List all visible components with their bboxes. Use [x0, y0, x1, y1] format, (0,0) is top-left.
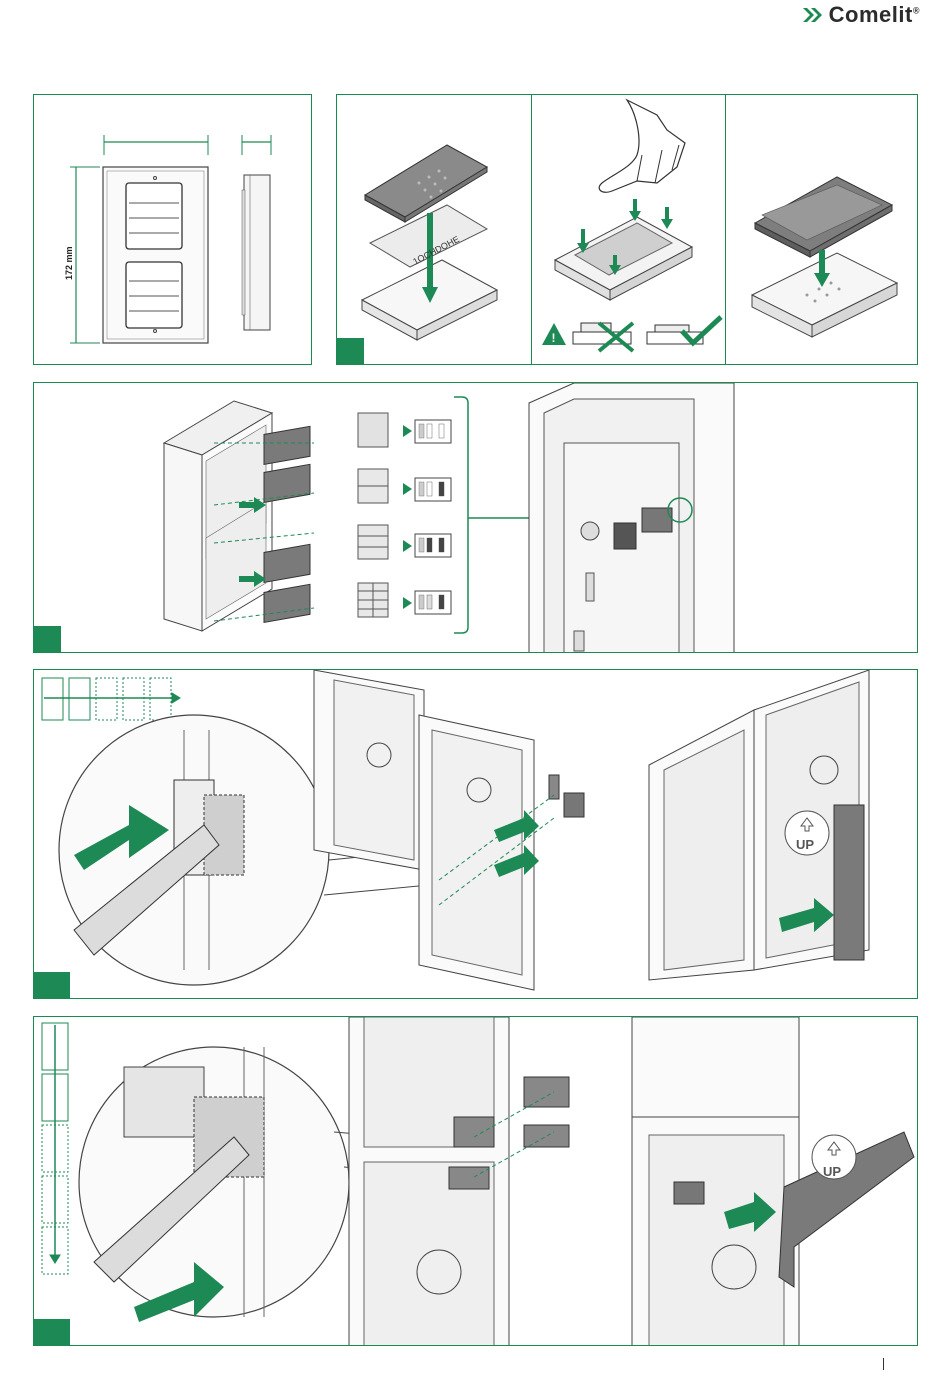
step-badge — [337, 338, 364, 364]
panel-divider — [531, 95, 532, 364]
panel-dip-configuration — [33, 382, 918, 653]
stacked-frames-illustration — [349, 1017, 569, 1346]
push-button-panel-illustration — [164, 401, 314, 631]
up-label: UP — [796, 837, 814, 852]
assembled-module-illustration — [752, 177, 897, 337]
step-badge — [34, 1319, 70, 1345]
panel-dimensions-drawing — [34, 95, 312, 365]
horizontal-layout-legend-icon — [42, 678, 180, 720]
exploded-cover-illustration — [362, 145, 497, 340]
comelit-mark-icon — [803, 8, 825, 22]
vertical-layout-legend-icon — [42, 1023, 68, 1274]
panel-label-insertion: 1OCHDOHE ! — [336, 94, 918, 365]
svg-text:!: ! — [552, 331, 556, 345]
panel-dimensions: 172 mm — [33, 94, 312, 365]
two-frames-illustration — [314, 670, 584, 990]
hand-press-illustration — [555, 100, 692, 300]
assembled-vertical-illustration — [632, 1017, 914, 1346]
step-badge — [34, 972, 70, 998]
panel-horizontal-connection: UP — [33, 669, 918, 999]
brand-name: Comelit® — [829, 2, 920, 28]
label-insertion-drawing: 1OCHDOHE ! — [337, 95, 918, 365]
dip-configuration-drawing — [34, 383, 918, 653]
brand-logo: Comelit® — [803, 2, 920, 28]
panel-vertical-connection: UP — [33, 1016, 918, 1346]
assembled-frames-illustration — [649, 670, 869, 980]
up-label: UP — [823, 1164, 841, 1179]
page-marker — [883, 1358, 884, 1370]
panel-divider — [725, 95, 726, 364]
height-dimension-label: 172 mm — [64, 246, 74, 280]
vertical-connection-drawing — [34, 1017, 918, 1346]
step-badge — [34, 626, 61, 652]
rear-module-illustration — [529, 383, 734, 653]
horizontal-connection-drawing — [34, 670, 918, 999]
